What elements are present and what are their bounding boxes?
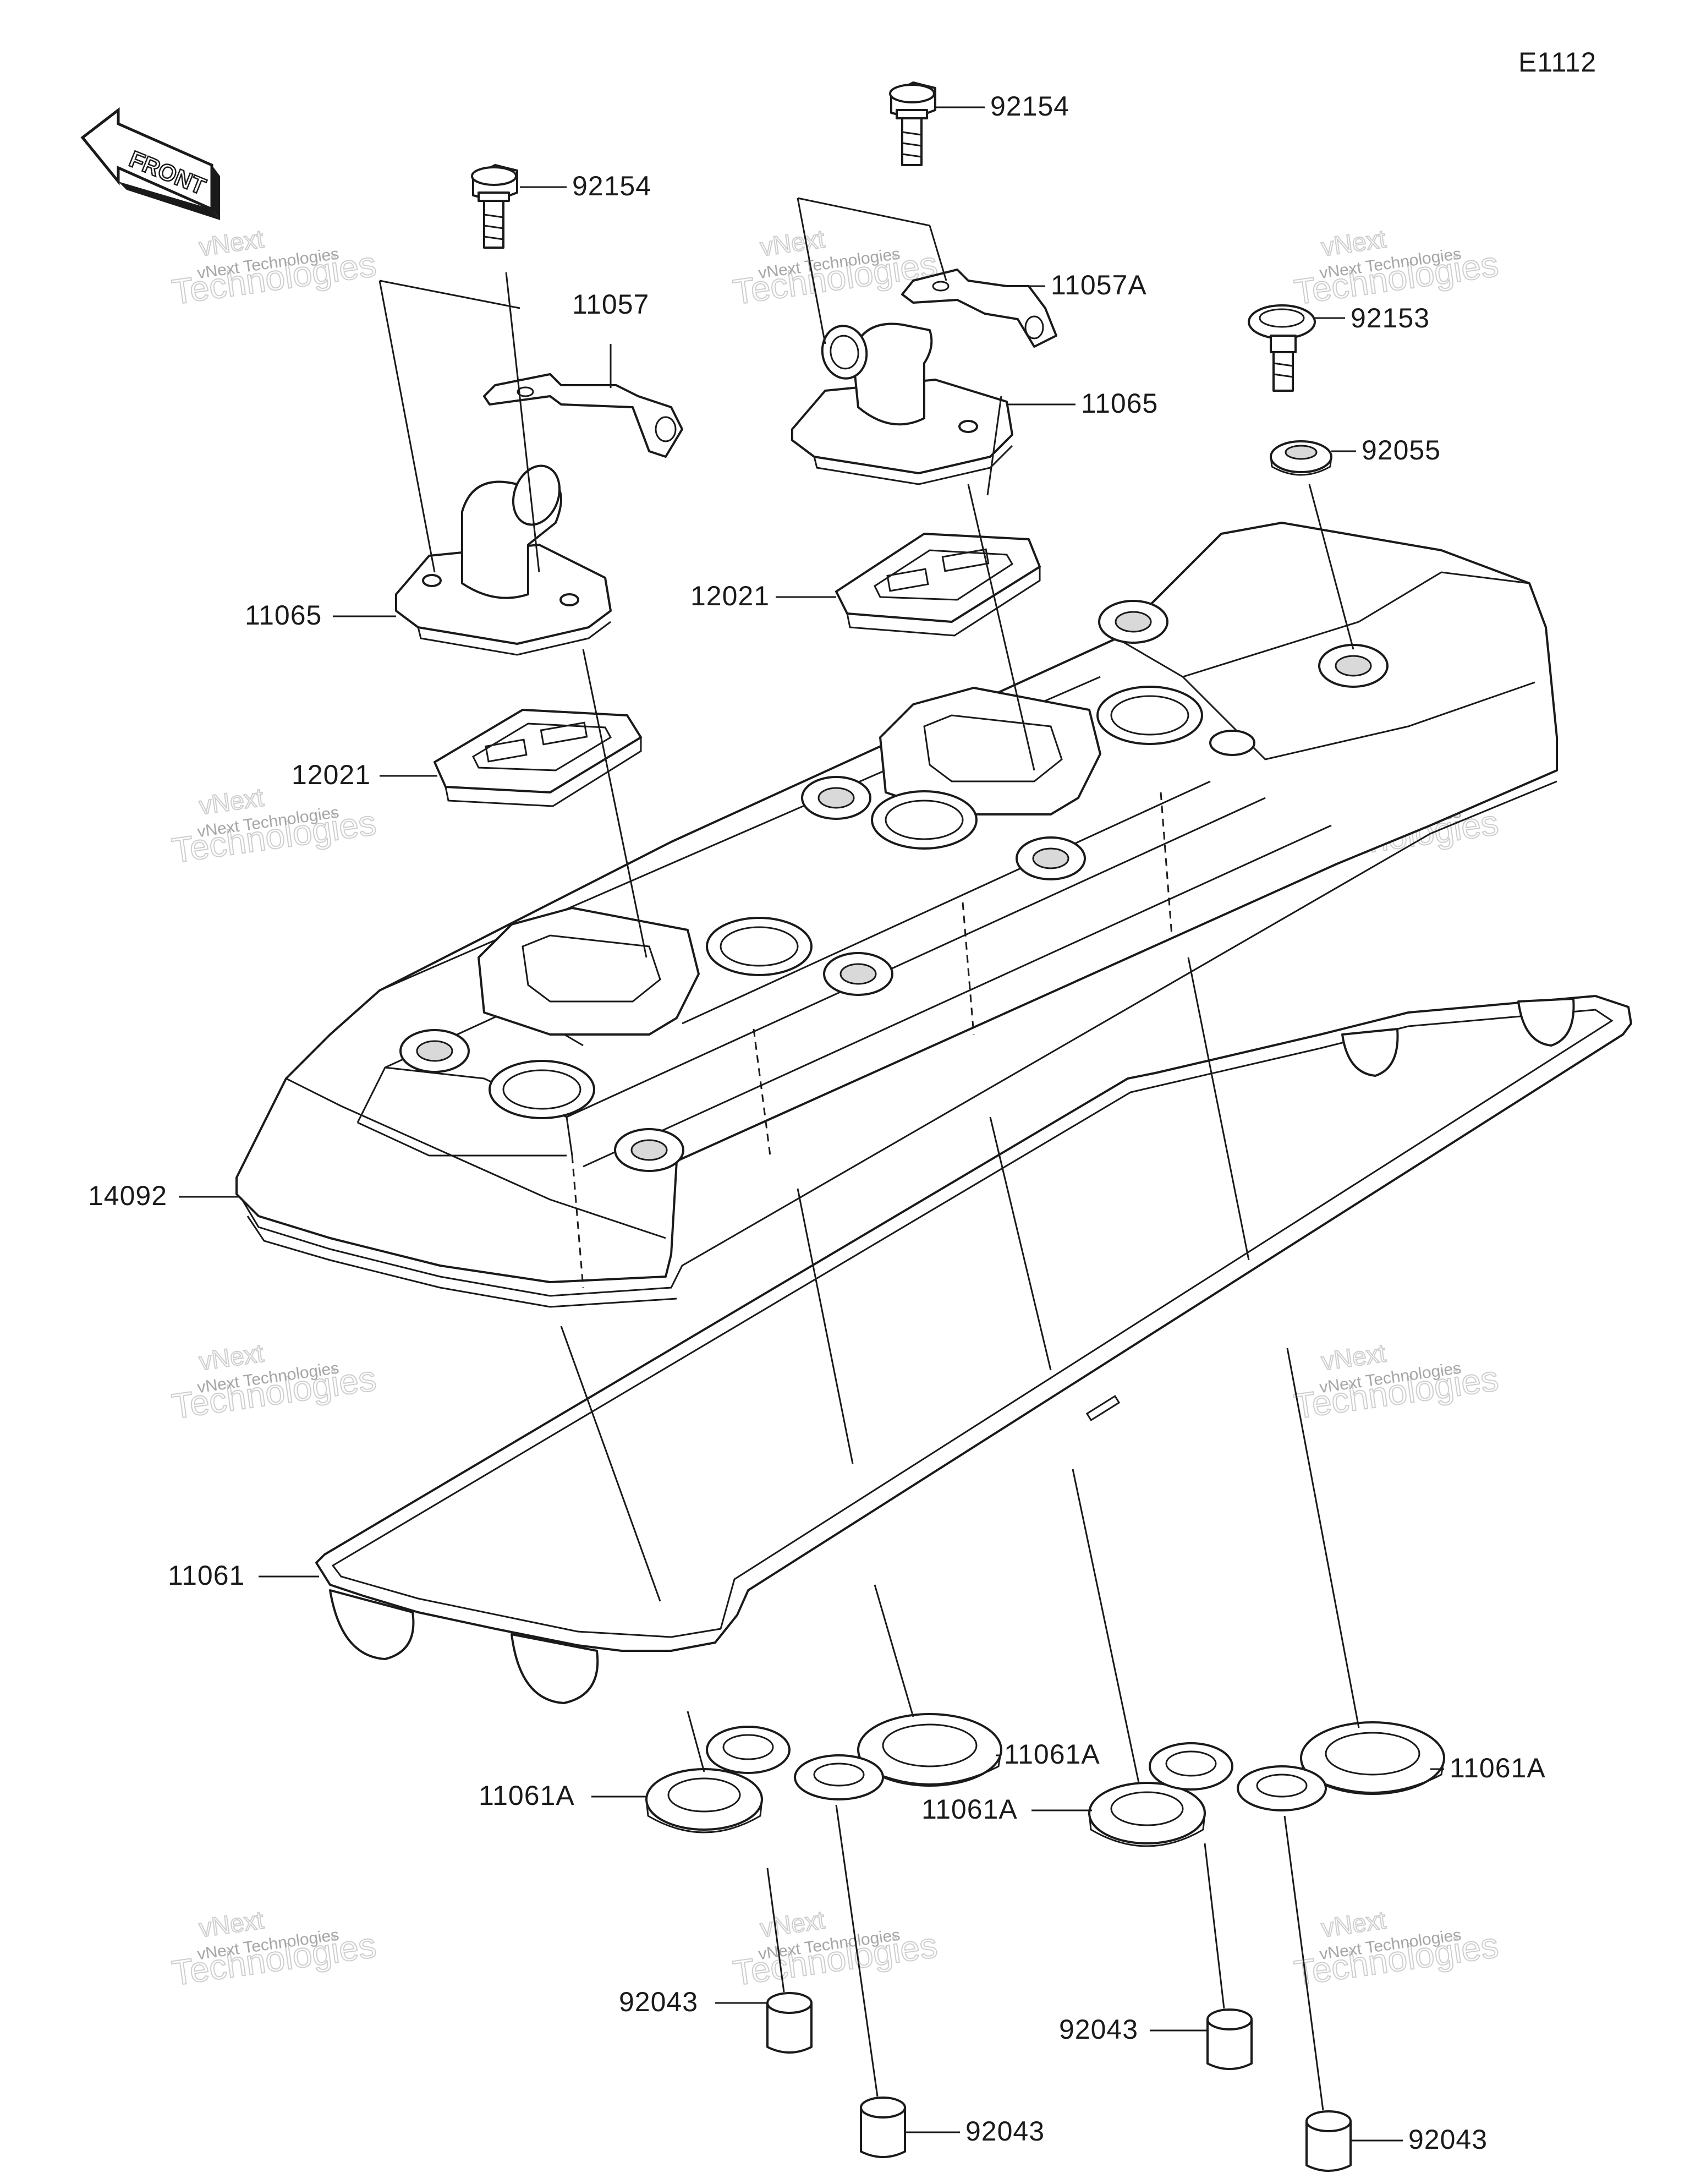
- callout-label[interactable]: 12021: [292, 759, 371, 790]
- callout-label[interactable]: 11061: [168, 1560, 245, 1591]
- callout-label[interactable]: 11061A: [1450, 1753, 1546, 1783]
- grommet-right[interactable]: [1270, 440, 1332, 476]
- plug-gasket-3[interactable]: [1088, 1742, 1233, 1847]
- callout-label[interactable]: 92055: [1362, 435, 1441, 466]
- dowel-1[interactable]: [766, 1992, 813, 2054]
- callout-label[interactable]: 92154: [572, 171, 651, 201]
- breather-cover-right[interactable]: [791, 322, 1013, 485]
- dowel-2[interactable]: [860, 2097, 906, 2158]
- dowel-4[interactable]: [1305, 2110, 1352, 2172]
- callout-label[interactable]: 11065: [245, 600, 322, 631]
- watermark: vNext Technologies vNext Technologies: [1291, 223, 1501, 312]
- callout-label[interactable]: 92154: [990, 91, 1069, 122]
- bracket-left[interactable]: [483, 373, 683, 458]
- callout-label[interactable]: 11061A: [921, 1794, 1018, 1825]
- callout-label[interactable]: 14092: [88, 1180, 167, 1211]
- leader-lines: [179, 106, 1444, 2142]
- plug-gasket-4[interactable]: [1237, 1721, 1445, 1811]
- callout-label[interactable]: 12021: [690, 581, 770, 611]
- reed-valve-left[interactable]: [434, 709, 642, 807]
- callout-label[interactable]: 11057: [572, 289, 649, 320]
- bolt-upper-left[interactable]: [471, 164, 518, 249]
- callout-label[interactable]: 92043: [965, 2116, 1045, 2147]
- watermark: vNext Technologies vNext Technologies: [169, 223, 379, 312]
- reed-valve-right[interactable]: [835, 533, 1041, 637]
- bolt-upper-center[interactable]: [889, 81, 936, 166]
- callout-label[interactable]: 92043: [1408, 2124, 1488, 2155]
- watermark: vNext Technologies vNext Technologies: [169, 1338, 379, 1426]
- plug-gasket-2[interactable]: [794, 1713, 1002, 1800]
- bolt-right[interactable]: [1248, 304, 1316, 392]
- plug-gasket-1[interactable]: [645, 1726, 791, 1833]
- bracket-right[interactable]: [901, 269, 1057, 348]
- watermark: vNext Technologies vNext Technologies: [1291, 1338, 1501, 1426]
- breather-cover-left[interactable]: [395, 459, 612, 656]
- callout-label[interactable]: 92153: [1351, 303, 1430, 333]
- callout-label[interactable]: 11061A: [1004, 1739, 1100, 1770]
- callout-label[interactable]: 11057A: [1051, 270, 1147, 300]
- watermark: vNext Technologies vNext Technologies: [169, 1904, 379, 1993]
- callout-labels: 92154 92154 11057 11057A 11065 11065 921…: [88, 91, 1546, 2155]
- callout-label[interactable]: 92043: [619, 1986, 698, 2017]
- callout-label[interactable]: 11061A: [479, 1780, 575, 1811]
- callout-label[interactable]: 11065: [1081, 388, 1158, 419]
- watermark: vNext Technologies vNext Technologies: [1291, 1904, 1501, 1993]
- assembly-lines: [378, 197, 1360, 2111]
- diagram-code: E1112: [1518, 47, 1596, 78]
- front-arrow-icon: FRONT: [80, 107, 220, 220]
- watermark: vNext Technologies vNext Technologies: [730, 1904, 940, 1993]
- cylinder-head-cover[interactable]: [235, 522, 1558, 1308]
- callout-label[interactable]: 92043: [1059, 2014, 1138, 2045]
- dowel-3[interactable]: [1206, 2008, 1253, 2070]
- head-cover-gasket[interactable]: [315, 995, 1632, 1704]
